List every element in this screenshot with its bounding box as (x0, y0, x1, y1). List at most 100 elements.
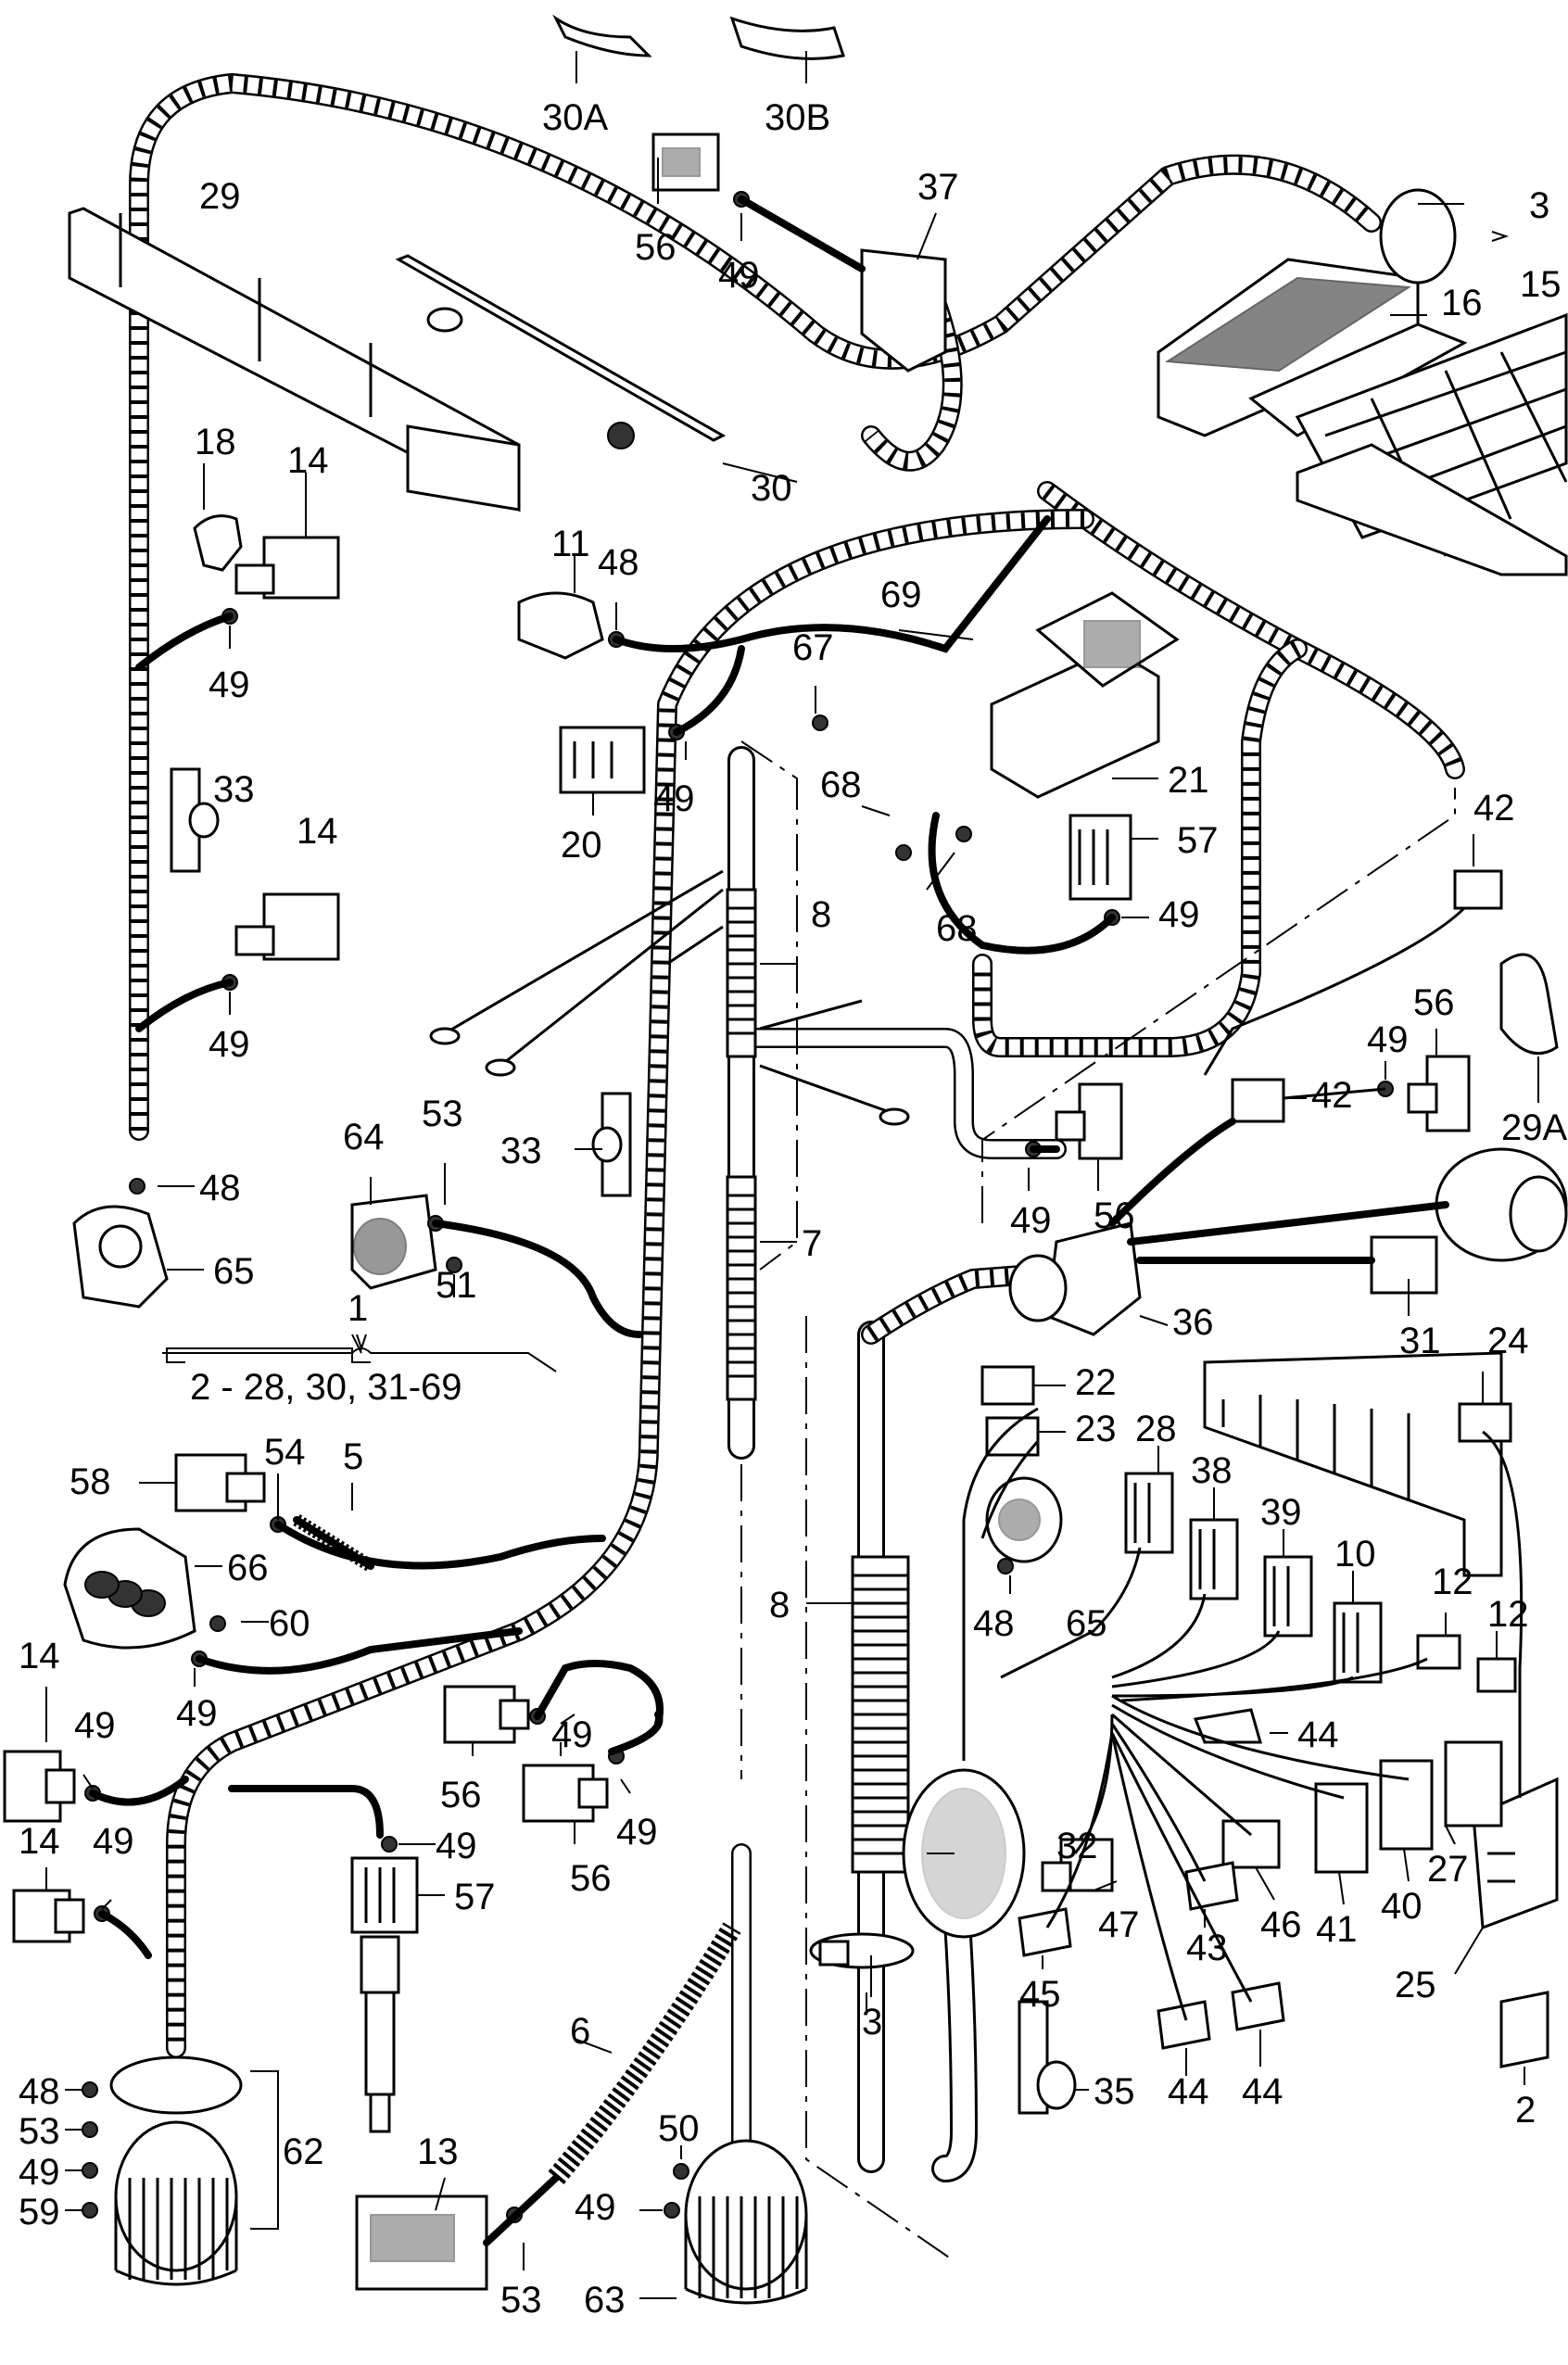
label-49m: 49 (436, 1826, 477, 1866)
connector-33b (591, 1092, 632, 1197)
label-48b: 48 (199, 1168, 241, 1208)
label-59: 59 (19, 2192, 60, 2232)
connector-14a (234, 536, 340, 600)
connector-45 (1018, 1907, 1072, 1957)
label-49b: 49 (209, 664, 250, 705)
label-66: 66 (227, 1548, 269, 1588)
label-30a: 30A (542, 97, 608, 138)
sensor (360, 1935, 400, 2133)
label-29: 29 (199, 176, 241, 217)
connector-63 (684, 2139, 808, 2305)
label-49h: 49 (74, 1705, 116, 1746)
label-38: 38 (1191, 1450, 1233, 1491)
connector-56e (522, 1764, 609, 1823)
label-6: 6 (570, 2011, 590, 2052)
label-48c: 48 (19, 2071, 60, 2112)
label-14a: 14 (287, 440, 329, 481)
label-44a: 44 (1297, 1714, 1339, 1755)
label-44b: 44 (1168, 2071, 1209, 2112)
label-3-top: 3 (1529, 185, 1549, 226)
relay-28 (1124, 1472, 1174, 1554)
label-25: 25 (1395, 1965, 1436, 2005)
label-range: 2 - 28, 30, 31-69 (190, 1367, 462, 1408)
connector-62 (114, 2120, 238, 2286)
label-46: 46 (1260, 1904, 1302, 1945)
connector-65b (985, 1476, 1063, 1563)
relay-plate-21 (990, 591, 1180, 799)
label-42b: 42 (1311, 1075, 1353, 1116)
label-56e: 56 (570, 1858, 612, 1899)
connector-58 (174, 1453, 266, 1512)
connector-31 (1370, 1235, 1438, 1295)
label-49o: 49 (575, 2187, 616, 2228)
connector-14d (12, 1889, 85, 1943)
label-32: 32 (1056, 1826, 1098, 1866)
clip-35 (1018, 2000, 1077, 2115)
label-63: 63 (584, 2280, 626, 2321)
connector-66 (63, 1527, 196, 1650)
fuse-box-25 (1203, 1351, 1503, 1577)
relay-40 (1379, 1759, 1434, 1851)
label-14d: 14 (19, 1821, 60, 1862)
label-50: 50 (658, 2108, 700, 2149)
label-69: 69 (880, 575, 922, 615)
connector-44c (1231, 1981, 1285, 2031)
label-45: 45 (1019, 1974, 1061, 2015)
connector-56c (1055, 1082, 1123, 1160)
label-58: 58 (70, 1461, 111, 1502)
label-12a: 12 (1432, 1562, 1473, 1602)
label-20: 20 (561, 825, 602, 866)
label-49g: 49 (1010, 1200, 1052, 1241)
label-53c: 53 (500, 2280, 542, 2321)
label-65b: 65 (1066, 1603, 1107, 1644)
connector-18 (193, 514, 243, 572)
label-39: 39 (1260, 1492, 1302, 1533)
connector-56b (1407, 1055, 1471, 1132)
connector-42a (1453, 869, 1503, 910)
label-24: 24 (1487, 1321, 1529, 1361)
label-1: 1 (348, 1288, 368, 1329)
label-13: 13 (417, 2131, 459, 2172)
label-35: 35 (1094, 2071, 1135, 2112)
label-14b: 14 (297, 811, 338, 852)
ring-3-top (1379, 188, 1457, 285)
label-14c: 14 (19, 1636, 60, 1676)
grommet-36 (1008, 1221, 1142, 1336)
label-68a: 68 (820, 765, 862, 805)
leader-lines (45, 51, 1539, 2299)
connector-42b (1231, 1078, 1285, 1123)
connector-37 (860, 248, 947, 373)
label-56-top: 56 (635, 227, 677, 268)
label-51: 51 (436, 1265, 477, 1306)
label-65a: 65 (213, 1251, 255, 1292)
label-33b: 33 (500, 1131, 542, 1171)
label-56d: 56 (440, 1775, 482, 1815)
relay-38 (1189, 1518, 1239, 1600)
label-7: 7 (802, 1223, 822, 1264)
label-36: 36 (1172, 1302, 1214, 1343)
clip-29a (1499, 953, 1559, 1056)
label-18: 18 (195, 422, 236, 462)
label-56c: 56 (1094, 1195, 1135, 1236)
clip-23 (985, 1416, 1040, 1457)
label-49k: 49 (551, 1714, 593, 1755)
panel-29 (68, 207, 521, 512)
connector-46 (1221, 1819, 1281, 1869)
label-49e: 49 (209, 1024, 250, 1065)
label-42a: 42 (1473, 788, 1515, 828)
grommet-32 (902, 1768, 1026, 1939)
label-43: 43 (1186, 1928, 1228, 1968)
label-54: 54 (264, 1432, 306, 1473)
label-40: 40 (1381, 1886, 1423, 1927)
connector-57a (1069, 814, 1132, 901)
label-48a: 48 (598, 542, 639, 583)
label-41: 41 (1316, 1909, 1358, 1950)
connector-24 (1458, 1402, 1512, 1443)
cable-tie-3 (809, 1932, 915, 1969)
sleeve-upper (726, 888, 757, 1058)
label-57a: 57 (1177, 820, 1219, 861)
label-49-top: 49 (718, 255, 760, 296)
label-49n: 49 (19, 2152, 60, 2193)
motor (1435, 1147, 1568, 1262)
